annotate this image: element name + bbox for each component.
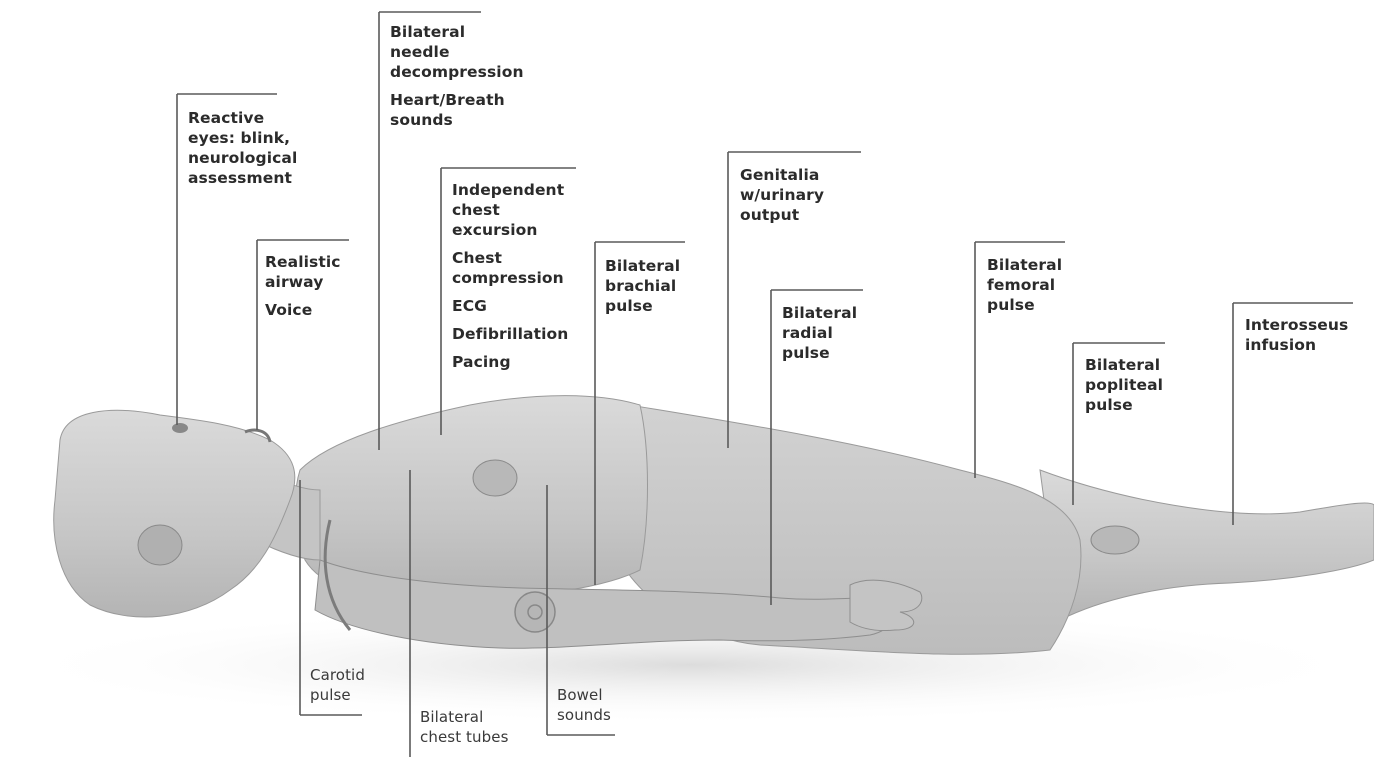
callout-text-line: airway <box>265 272 341 292</box>
callout-text-line: Bilateral <box>420 707 509 727</box>
callout-text-line: Chest <box>452 248 568 268</box>
callout-text-line: pulse <box>782 343 857 363</box>
callout-text-line: pulse <box>987 295 1062 315</box>
callout-gap <box>452 240 568 248</box>
callout-text-line: Interosseus <box>1245 315 1348 335</box>
callout-gap <box>452 288 568 296</box>
callout-text-line: neurological <box>188 148 297 168</box>
callout-text-line: Bilateral <box>987 255 1062 275</box>
callout-text-line: Bilateral <box>390 22 524 42</box>
callout-text-line: sounds <box>557 705 611 725</box>
callout-text-line: output <box>740 205 824 225</box>
callout-text-line: sounds <box>390 110 524 130</box>
callout-text-line: chest <box>452 200 568 220</box>
callout-text-line: femoral <box>987 275 1062 295</box>
callout-text-line: w/urinary <box>740 185 824 205</box>
callout-text-line: excursion <box>452 220 568 240</box>
callout-text-line: Genitalia <box>740 165 824 185</box>
callout-text-line: eyes: blink, <box>188 128 297 148</box>
callout-text-line: Realistic <box>265 252 341 272</box>
callout-text-line: Pacing <box>452 352 568 372</box>
callout-text-line: Reactive <box>188 108 297 128</box>
callout-text-line: compression <box>452 268 568 288</box>
callout-text-line: pulse <box>605 296 680 316</box>
callout-gap <box>452 344 568 352</box>
callout-text-line: Bowel <box>557 685 611 705</box>
callout-text-line: popliteal <box>1085 375 1163 395</box>
callout-text-line: chest tubes <box>420 727 509 747</box>
callout-text-line: Bilateral <box>605 256 680 276</box>
callout-text-line: radial <box>782 323 857 343</box>
callout-text-line: brachial <box>605 276 680 296</box>
callout-text-line: Bilateral <box>782 303 857 323</box>
callout-gap <box>452 316 568 324</box>
callout-text-line: pulse <box>310 685 365 705</box>
callout-text-line: Carotid <box>310 665 365 685</box>
callout-text-line: Independent <box>452 180 568 200</box>
callout-text-line: Heart/Breath <box>390 90 524 110</box>
callout-text-line: Voice <box>265 300 341 320</box>
callout-text-line: Bilateral <box>1085 355 1163 375</box>
callout-text-line: infusion <box>1245 335 1348 355</box>
callout-text-line: ECG <box>452 296 568 316</box>
callout-text-line: assessment <box>188 168 297 188</box>
callout-text-line: needle <box>390 42 524 62</box>
callout-text-line: pulse <box>1085 395 1163 415</box>
callout-gap <box>265 292 341 300</box>
callout-gap <box>390 82 524 90</box>
callout-text-line: decompression <box>390 62 524 82</box>
callout-text-line: Defibrillation <box>452 324 568 344</box>
